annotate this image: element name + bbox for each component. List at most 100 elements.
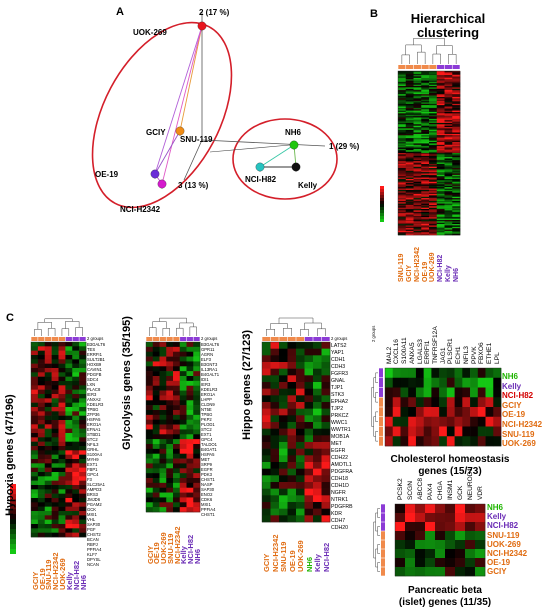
heatmap-cell — [444, 91, 453, 94]
heatmap-cell — [44, 424, 52, 429]
heatmap-cell — [444, 202, 453, 204]
heatmap-cell — [435, 513, 446, 523]
heatmap-cell — [146, 473, 154, 479]
heatmap-cell — [270, 502, 280, 509]
heatmap-cell — [429, 226, 438, 229]
heatmap-cell — [429, 228, 438, 230]
heatmap-cell — [435, 567, 446, 577]
gene-label: CDH3 — [331, 364, 346, 370]
heatmap-cell — [51, 511, 59, 516]
heatmap-cell — [429, 162, 438, 165]
group-swatch — [180, 337, 187, 341]
heatmap-cell — [313, 508, 322, 516]
heatmap-cell — [385, 426, 394, 437]
heatmap-cell — [44, 467, 52, 473]
heatmap-cell — [31, 381, 39, 386]
heatmap-cell — [146, 439, 154, 445]
heatmap-cell — [444, 221, 453, 223]
heatmap-cell — [398, 198, 407, 200]
heatmap-cell — [444, 99, 453, 102]
pancreatic-row-label: UOK-269 — [487, 539, 521, 549]
heatmap-cell — [405, 187, 414, 189]
heatmap-cell — [436, 86, 445, 88]
heatmap-cell — [421, 215, 430, 218]
heatmap-cell — [446, 377, 455, 388]
heatmap-cell — [452, 194, 461, 196]
heatmap-cell — [193, 351, 201, 357]
heatmap-cell — [413, 155, 422, 158]
heatmap-cell — [429, 121, 438, 124]
heatmap-cell — [179, 405, 187, 411]
heatmap-cell — [398, 168, 407, 170]
heatmap-cell — [421, 195, 430, 198]
heatmap-cell — [421, 166, 430, 169]
heatmap-cell — [436, 101, 445, 103]
heatmap-cell — [436, 114, 445, 117]
heatmap-cell — [444, 139, 453, 141]
heatmap-cell — [452, 195, 461, 198]
heatmap-cell — [173, 482, 181, 489]
heatmap-cell — [444, 207, 453, 210]
heatmap-cell — [429, 129, 438, 132]
heatmap-cell — [166, 439, 174, 445]
heatmap-cell — [31, 493, 39, 499]
heatmap-cell — [413, 178, 422, 181]
heatmap-cell — [405, 98, 414, 100]
group-swatch — [146, 337, 153, 341]
heatmap-cell — [415, 567, 426, 577]
heatmap-cell — [173, 395, 181, 401]
pca-label-uok269: UOK-269 — [133, 28, 167, 37]
heatmap-cell — [79, 480, 87, 486]
heatmap-cell — [444, 87, 453, 90]
heatmap-cell — [421, 232, 430, 234]
heatmap-cell — [421, 157, 430, 159]
panel-c-group-bar-0 — [31, 337, 86, 341]
heatmap-cell — [421, 219, 430, 222]
pancreatic-row-label: OE-19 — [487, 558, 511, 568]
heatmap-cell — [37, 372, 46, 377]
heatmap-cell — [186, 371, 194, 377]
heatmap-cell — [429, 124, 438, 126]
color-key-step — [10, 504, 16, 509]
heatmap-cell — [58, 459, 66, 464]
heatmap-cell — [493, 368, 502, 379]
heatmap-cell — [444, 132, 453, 135]
heatmap-cell — [173, 478, 181, 484]
heatmap-cell — [262, 482, 271, 489]
heatmap-cell — [287, 355, 297, 363]
cholesterol-gene-label: TNFRSF12A — [431, 326, 439, 364]
heatmap-cell — [146, 458, 154, 464]
heatmap-cell — [429, 87, 438, 90]
heatmap-cell — [436, 132, 445, 135]
heatmap-cell — [436, 125, 445, 128]
heatmap-cell — [166, 390, 174, 396]
heatmap-cell — [413, 150, 422, 152]
heatmap-cell — [452, 188, 461, 191]
heatmap-cell — [262, 408, 271, 416]
heatmap-cell — [193, 482, 201, 489]
heatmap-cell — [485, 407, 494, 418]
heatmap-cell — [398, 172, 407, 174]
heatmap-cell — [444, 148, 453, 151]
heatmap-cell — [493, 426, 502, 437]
gene-label: B3GALT6 — [201, 342, 220, 347]
heatmap-cell — [51, 381, 59, 386]
heatmap-cell — [431, 368, 440, 379]
heatmap-cell — [58, 480, 66, 486]
heatmap-cell — [398, 218, 407, 221]
heatmap-cell — [270, 368, 280, 376]
heatmap-cell — [51, 463, 59, 468]
heatmap-cell — [398, 114, 407, 117]
heatmap-cell — [146, 507, 154, 513]
heatmap-cell — [79, 511, 87, 516]
gene-label: GRHL — [87, 447, 99, 452]
heatmap-cell — [436, 176, 445, 178]
heatmap-cell — [405, 76, 414, 79]
heatmap-cell — [405, 184, 414, 187]
heatmap-cell — [193, 342, 201, 348]
heatmap-cell — [405, 233, 414, 236]
heatmap-cell — [405, 199, 414, 202]
gene-label: TES — [87, 347, 96, 352]
gene-label: B3GNT3 — [201, 362, 218, 367]
